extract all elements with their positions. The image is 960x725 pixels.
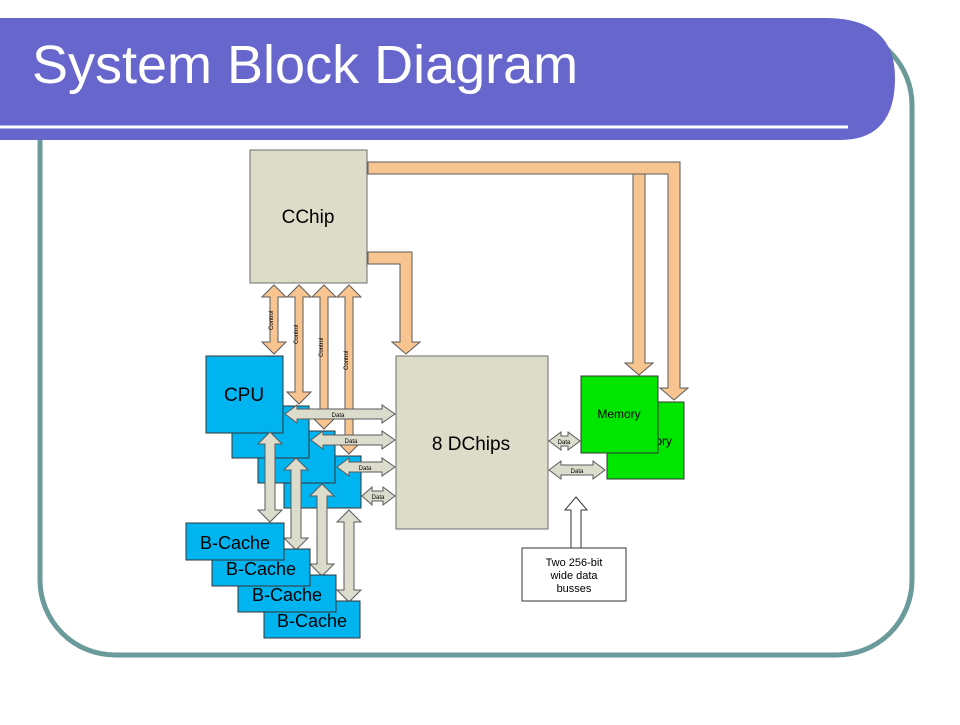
memory-data-label-1: Data [558,440,571,446]
data-label-2: Data [345,439,358,445]
cpu-data-arrow-1 [284,404,396,424]
cpu-label: CPU [224,385,264,406]
cpu-data-arrow-2 [310,430,396,450]
bcache-block-1 [185,522,285,561]
note-line-1: Two 256-bit [546,557,603,569]
data-label-3: Data [359,466,372,472]
memory-data-arrow-1 [548,431,581,451]
data-label-4: Data [372,495,385,501]
cchip-memory-arrow-2 [367,161,690,401]
cchip-dchips-arrow [367,251,422,355]
control-arrow-3 [310,284,338,430]
cchip-label: CChip [282,207,335,228]
bcache-label-3: B-Cache [252,585,322,605]
dchips-label: 8 DChips [432,434,510,455]
cpu-block-1 [205,355,284,434]
bcache-label-1: B-Cache [200,533,270,553]
slide-title: System Block Diagram [32,35,579,95]
memory-front-label: Memory [597,407,640,421]
memory-data-label-2: Data [571,469,584,475]
control-arrow-4 [335,284,363,455]
control-label-1: Control [269,311,275,330]
control-arrow-2 [285,284,313,405]
cpu-data-arrow-3 [336,457,396,477]
memory-block-front [580,375,659,454]
dchips-block [395,355,549,530]
cpu-data-arrow-4 [361,485,396,507]
control-label-2: Control [294,325,300,344]
bcache-label-2: B-Cache [226,559,296,579]
control-arrow-1 [260,284,288,355]
cchip-block [249,149,368,284]
note-line-2: wide data [549,570,598,582]
note-box [521,547,627,602]
bcache-label-4: B-Cache [277,611,347,631]
memory-data-arrow-2 [548,460,606,480]
memory-back-label: ory [655,434,672,448]
control-label-4: Control [344,351,350,370]
bcache-data-arrow-1 [256,431,284,523]
control-label-3: Control [319,338,325,357]
note-line-3: busses [557,583,592,595]
title-bar [0,18,895,140]
data-label-1: Data [332,413,345,419]
